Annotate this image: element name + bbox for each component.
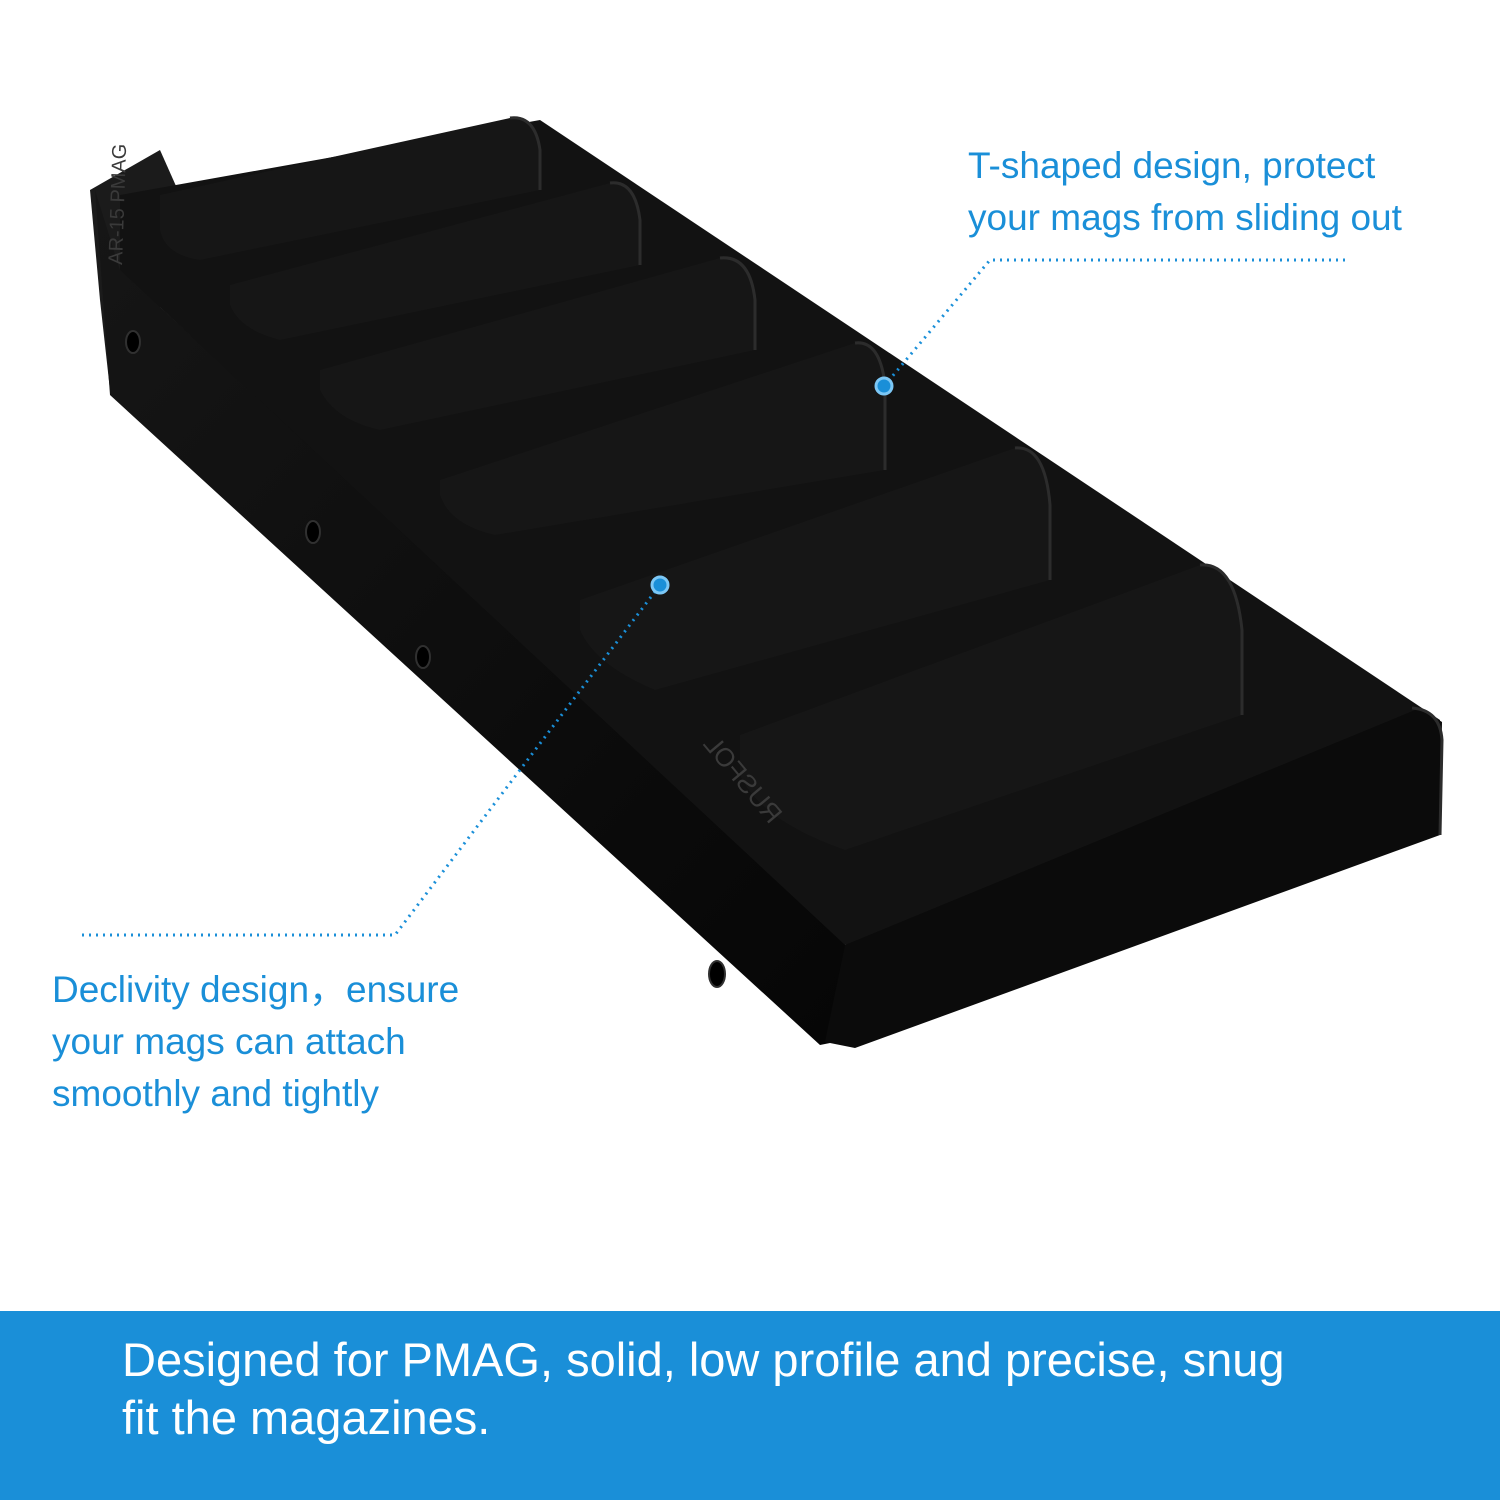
slot-tongue-1 xyxy=(160,117,540,261)
slot-tongue-3 xyxy=(320,257,755,430)
rack-end-post xyxy=(825,708,1442,1048)
callout-declivity-line-2: your mags can attach xyxy=(52,1021,406,1062)
slot-lip-3 xyxy=(719,256,757,350)
mounting-hole-4 xyxy=(708,960,726,988)
slot-tongues xyxy=(160,117,1242,850)
banner-line-1: Designed for PMAG, solid, low profile an… xyxy=(122,1333,1285,1386)
mounting-hole-1 xyxy=(125,330,141,354)
slot-tongue-6 xyxy=(740,564,1242,850)
banner-text: Designed for PMAG, solid, low profile an… xyxy=(122,1331,1462,1447)
slot-tongue-5 xyxy=(580,447,1050,690)
callout-dot-left xyxy=(650,575,670,595)
mounting-hole-3 xyxy=(415,645,431,669)
callout-declivity: Declivity design，ensure your mags can at… xyxy=(52,964,522,1120)
rack-front-face xyxy=(95,190,845,1045)
callout-t-shaped: T-shaped design, protect your mags from … xyxy=(968,140,1488,244)
slot-lips xyxy=(509,116,1444,836)
leader-top xyxy=(883,258,1345,386)
bottom-banner: Designed for PMAG, solid, low profile an… xyxy=(0,1311,1500,1500)
engraving-side: AR-15 PMAG xyxy=(105,143,131,265)
end-post-lip xyxy=(1411,706,1444,836)
mounting-holes xyxy=(125,330,726,988)
callout-leaders xyxy=(82,258,1345,937)
banner-line-2: fit the magazines. xyxy=(122,1391,491,1444)
slot-lip-5 xyxy=(1014,446,1052,580)
slot-tongue-2 xyxy=(230,182,640,340)
slot-tongue-4 xyxy=(440,342,885,535)
slot-lip-1 xyxy=(509,116,542,190)
callout-t-shaped-line-1: T-shaped design, protect xyxy=(968,145,1376,186)
callout-t-shaped-line-2: your mags from sliding out xyxy=(968,197,1402,238)
callout-declivity-line-3: smoothly and tightly xyxy=(52,1073,380,1114)
mounting-hole-2 xyxy=(305,520,321,544)
callout-dot-top xyxy=(874,376,894,396)
callout-declivity-line-1: Declivity design，ensure xyxy=(52,969,460,1010)
slot-lip-2 xyxy=(609,181,642,265)
slot-lip-6 xyxy=(1199,563,1244,715)
